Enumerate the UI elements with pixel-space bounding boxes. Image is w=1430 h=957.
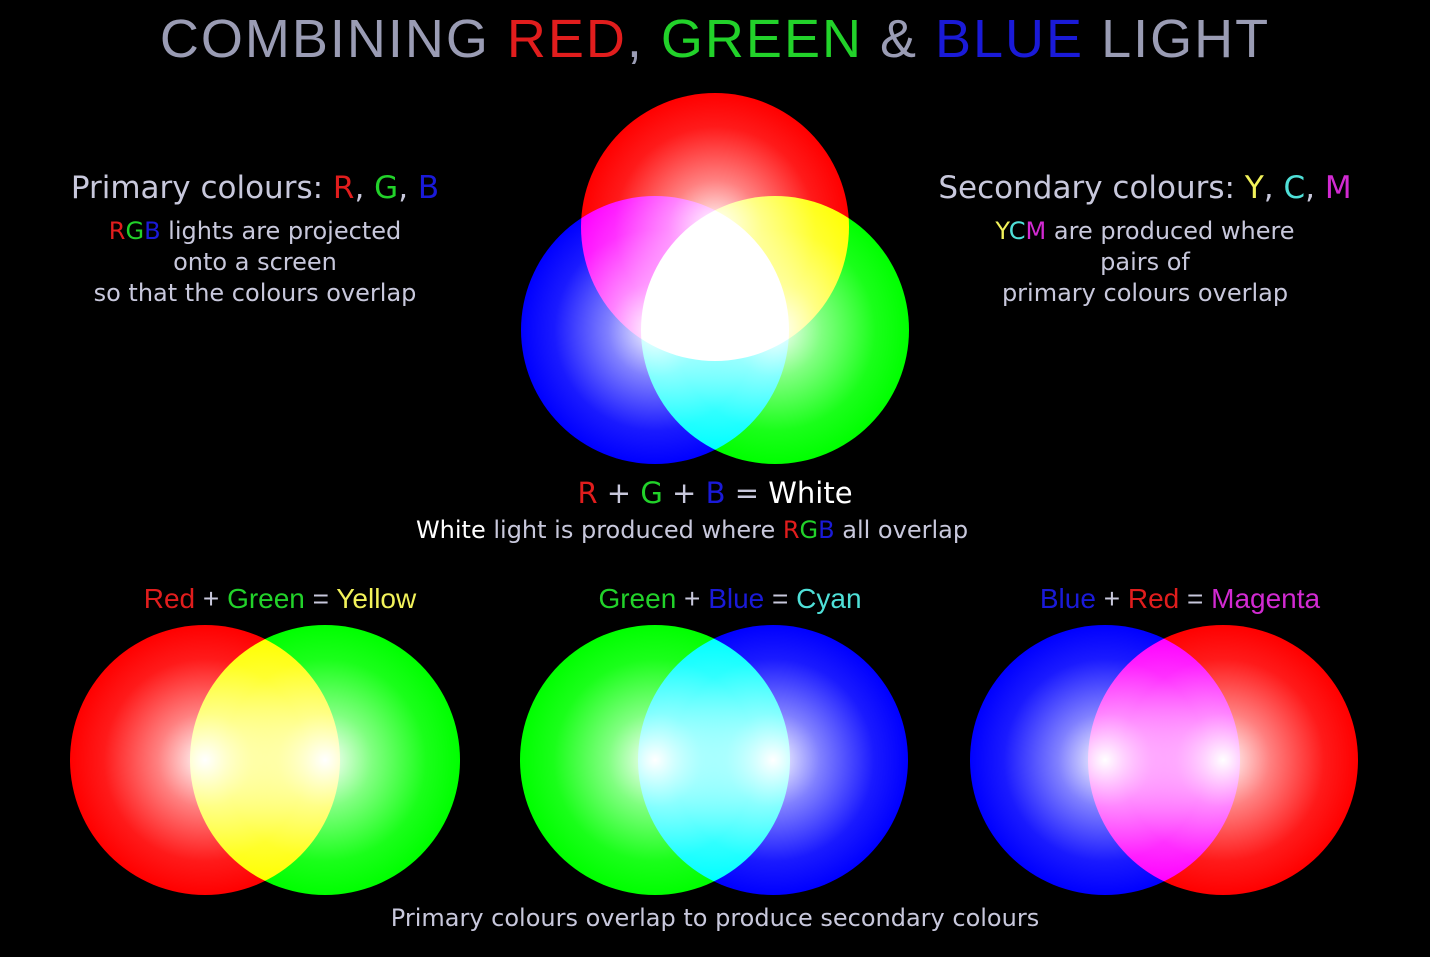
label-green: Green [227, 583, 305, 614]
label-yellow: Yellow [336, 583, 417, 614]
sep: , [1305, 170, 1325, 206]
label-blue: Blue [1039, 583, 1096, 614]
label-plus: + [676, 583, 709, 614]
primary-r: R [332, 170, 355, 206]
green-light-circle [190, 625, 460, 895]
label-plus: + [1095, 583, 1128, 614]
white-equation: R + G + B = White [0, 476, 1430, 510]
label-red: Red [1127, 583, 1180, 614]
primary-b: B [417, 170, 440, 206]
rgb-r: R [108, 217, 126, 245]
title-comma: , [626, 9, 661, 69]
footer-caption: Primary colours overlap to produce secon… [390, 904, 1040, 932]
ycm-y: Y [995, 217, 1009, 245]
eq-plus: + [662, 476, 706, 510]
eq-b: B [705, 476, 726, 510]
title-suffix: LIGHT [1084, 9, 1271, 69]
primary-g: G [374, 170, 399, 206]
blue-light-circle [638, 625, 908, 895]
eq-plus: + [597, 476, 641, 510]
primary-heading: Primary colours: R, G, B [40, 170, 470, 206]
caption-g: G [799, 516, 819, 544]
caption-b: B [818, 516, 835, 544]
ycm-c: C [1008, 217, 1026, 245]
secondary-line-2: pairs of [1100, 248, 1190, 276]
title-blue: BLUE [935, 9, 1085, 69]
rgb-b: B [144, 217, 161, 245]
caption-end: all overlap [834, 516, 969, 544]
title-green: GREEN [660, 9, 863, 69]
rgb-venn-diagram [521, 93, 909, 464]
ycm-m: M [1025, 217, 1047, 245]
primary-line-1-text: lights are projected [160, 217, 402, 245]
secondary-m: M [1324, 170, 1352, 206]
label-plus: + [195, 583, 228, 614]
caption-mid: light is produced where [485, 516, 783, 544]
blue-red-venn [970, 625, 1358, 895]
white-caption: White light is produced where RGB all ov… [0, 516, 1384, 544]
caption-r: R [782, 516, 800, 544]
sep: , [1263, 170, 1284, 206]
secondary-heading: Secondary colours: Y, C, M [920, 170, 1370, 206]
caption-white: White [415, 516, 486, 544]
primary-description: RGB lights are projected onto a screen s… [40, 216, 470, 309]
secondary-line-1-text: are produced where [1046, 217, 1295, 245]
green-blue-venn [520, 625, 908, 895]
red-green-label: Red + Green = Yellow [80, 583, 480, 615]
eq-result-white: White [768, 476, 853, 510]
eq-r: R [577, 476, 598, 510]
green-blue-label: Green + Blue = Cyan [530, 583, 930, 615]
page-title: COMBINING RED, GREEN & BLUE LIGHT [0, 8, 1430, 70]
label-green: Green [598, 583, 677, 614]
secondary-description: YCM are produced where pairs of primary … [920, 216, 1370, 309]
label-equals: = [764, 583, 797, 614]
red-light-circle [1088, 625, 1358, 895]
secondary-line-3: primary colours overlap [1001, 279, 1289, 307]
secondary-c: C [1283, 170, 1306, 206]
title-red: RED [506, 9, 627, 69]
rgb-g: G [125, 217, 145, 245]
sep: , [354, 170, 375, 206]
label-red: Red [143, 583, 196, 614]
primary-heading-text: Primary colours: [70, 170, 333, 206]
sep: , [398, 170, 418, 206]
green-light-circle [641, 196, 909, 464]
primary-line-2: onto a screen [173, 248, 337, 276]
blue-red-label: Blue + Red = Magenta [980, 583, 1380, 615]
title-prefix: COMBINING [159, 9, 507, 69]
label-cyan: Cyan [796, 583, 862, 614]
primary-line-3: so that the colours overlap [93, 279, 417, 307]
title-amp: & [862, 9, 935, 69]
primary-line-1: RGB lights are projected [40, 216, 470, 247]
red-green-venn [70, 625, 460, 895]
eq-equals: = [725, 476, 769, 510]
label-equals: = [1179, 583, 1212, 614]
label-magenta: Magenta [1211, 583, 1321, 614]
label-equals: = [304, 583, 337, 614]
label-blue: Blue [708, 583, 765, 614]
primary-colours-section: Primary colours: R, G, B RGB lights are … [40, 170, 470, 309]
secondary-line-1: YCM are produced where [920, 216, 1370, 247]
secondary-heading-text: Secondary colours: [938, 170, 1245, 206]
secondary-colours-section: Secondary colours: Y, C, M YCM are produ… [920, 170, 1370, 309]
eq-g: G [640, 476, 663, 510]
secondary-y: Y [1244, 170, 1264, 206]
